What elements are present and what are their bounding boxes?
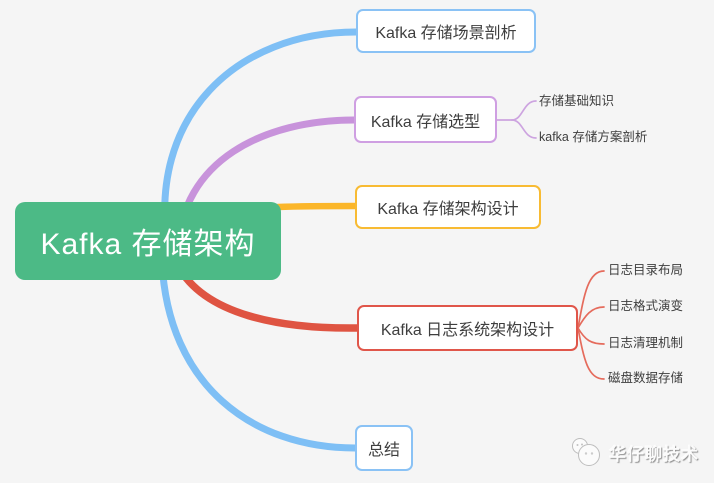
topic-log-system: Kafka 日志系统架构设计 bbox=[357, 305, 578, 351]
subtopic-log-format-evolution: 日志格式演变 bbox=[608, 299, 684, 313]
subtopic-log-cleanup-mechanism: 日志清理机制 bbox=[608, 336, 684, 350]
watermark: 华仔聊技术 bbox=[568, 436, 699, 468]
topic-summary: 总结 bbox=[355, 425, 413, 471]
root-topic: Kafka 存储架构 bbox=[15, 202, 281, 280]
connector-log-child-1 bbox=[577, 270, 605, 329]
root-topic-label: Kafka 存储架构 bbox=[40, 228, 256, 261]
branch-curve-storage-scene bbox=[161, 28, 360, 254]
topic-log-system-label: Kafka 日志系统架构设计 bbox=[380, 322, 555, 339]
topic-storage-scene: Kafka 存储场景剖析 bbox=[356, 9, 536, 53]
topic-storage-scene-label: Kafka 存储场景剖析 bbox=[375, 25, 517, 42]
topic-storage-architecture: Kafka 存储架构设计 bbox=[355, 185, 541, 229]
topic-storage-architecture-label: Kafka 存储架构设计 bbox=[377, 201, 519, 218]
chat-bubbles-icon bbox=[572, 438, 600, 466]
watermark-text: 华仔聊技术 bbox=[609, 444, 699, 464]
connector-selection-child-1 bbox=[511, 100, 537, 121]
branch-curve-log-system bbox=[174, 262, 361, 332]
branch-curve-storage-architecture bbox=[274, 202, 360, 211]
subtopic-storage-scheme-analysis: kafka 存储方案剖析 bbox=[539, 130, 648, 144]
connector-log-child-3 bbox=[577, 327, 605, 345]
topic-summary-label: 总结 bbox=[367, 442, 400, 459]
branch-curve-summary bbox=[158, 258, 359, 452]
connector-log-child-4 bbox=[577, 327, 605, 380]
connector-log-child-2 bbox=[577, 306, 605, 329]
subtopic-log-directory-layout: 日志目录布局 bbox=[608, 263, 684, 277]
subtopic-storage-basics: 存储基础知识 bbox=[539, 94, 615, 108]
connector-selection-child-2 bbox=[511, 119, 537, 139]
topic-storage-selection: Kafka 存储选型 bbox=[354, 96, 497, 143]
topic-storage-selection-label: Kafka 存储选型 bbox=[370, 113, 481, 131]
subtopic-disk-data-storage: 磁盘数据存储 bbox=[608, 371, 684, 385]
